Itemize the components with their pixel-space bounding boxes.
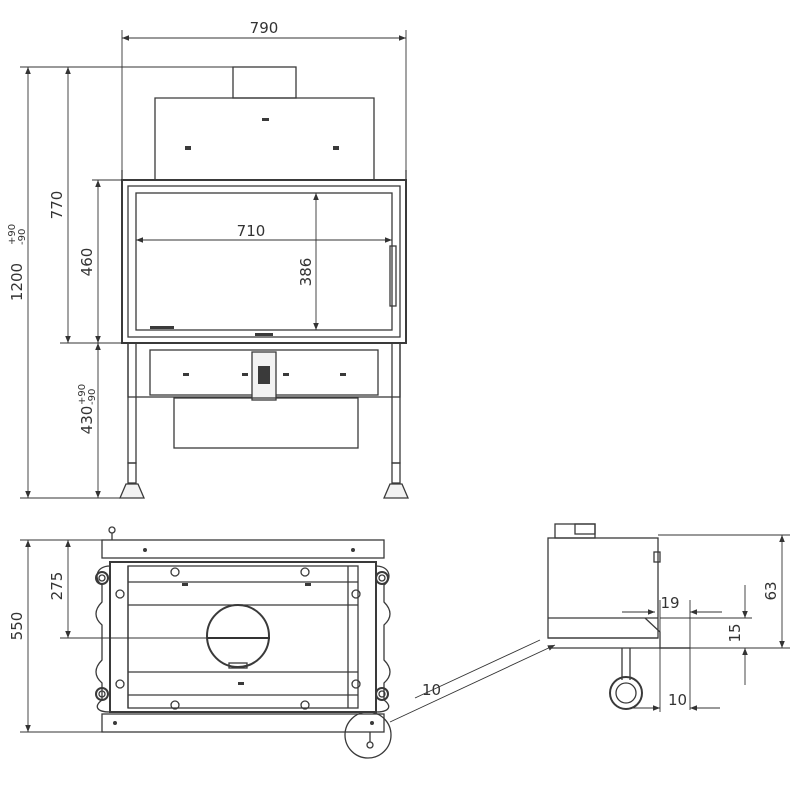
dim-detail-19: 19 <box>660 594 679 612</box>
dim-leg-height-tol-plus: +90 <box>77 384 88 405</box>
upper-housing <box>154 97 375 180</box>
top-rear-plate <box>101 713 385 733</box>
top-front-plate <box>101 539 385 559</box>
dim-overall-height-tol-plus: +90 <box>7 224 18 245</box>
dim-depth: 550 <box>8 612 26 641</box>
dim-detail-10-bottom: 10 <box>668 691 687 709</box>
front-dimensions: 790 1200 +90 -90 770 460 430 +90 -90 <box>7 19 407 499</box>
ash-pan <box>173 397 359 449</box>
dim-overall-height-tol-minus: -90 <box>17 229 28 245</box>
detail-callout-circle <box>344 711 392 759</box>
right-leg <box>391 342 401 464</box>
dim-overall-height: 1200 <box>8 263 26 301</box>
dim-overall-width: 790 <box>250 19 279 37</box>
dim-frame-height: 460 <box>78 248 96 277</box>
bolts <box>115 567 361 710</box>
dim-detail-arrow-10: 10 <box>422 681 441 699</box>
detail-dimensions: 63 19 15 10 <box>622 534 790 712</box>
dim-leg-height-tol-minus: -90 <box>87 389 98 405</box>
door-handle <box>389 245 397 307</box>
detail-ring <box>609 676 643 710</box>
dim-body-height: 770 <box>48 191 66 220</box>
dim-detail-63: 63 <box>762 581 780 600</box>
top-dimensions: 550 275 <box>8 539 207 733</box>
door-glass <box>135 192 393 331</box>
detail-leader-arrow <box>389 644 556 723</box>
detail-body <box>547 537 659 639</box>
dim-glass-width: 710 <box>237 222 266 240</box>
dim-leg-height: 430 <box>78 406 96 435</box>
side-brackets <box>95 565 391 713</box>
flue-collar <box>232 66 297 99</box>
door-frame <box>121 179 407 344</box>
top-body <box>109 561 377 713</box>
dim-half-depth: 275 <box>48 572 66 601</box>
dim-glass-height: 386 <box>297 258 315 287</box>
flue-outlet <box>206 604 270 668</box>
left-foot <box>119 483 145 499</box>
top-view <box>95 526 392 759</box>
front-view <box>119 66 409 499</box>
dim-detail-15: 15 <box>726 623 744 642</box>
right-foot <box>383 483 409 499</box>
left-leg <box>127 342 137 464</box>
detail-view <box>547 523 690 710</box>
